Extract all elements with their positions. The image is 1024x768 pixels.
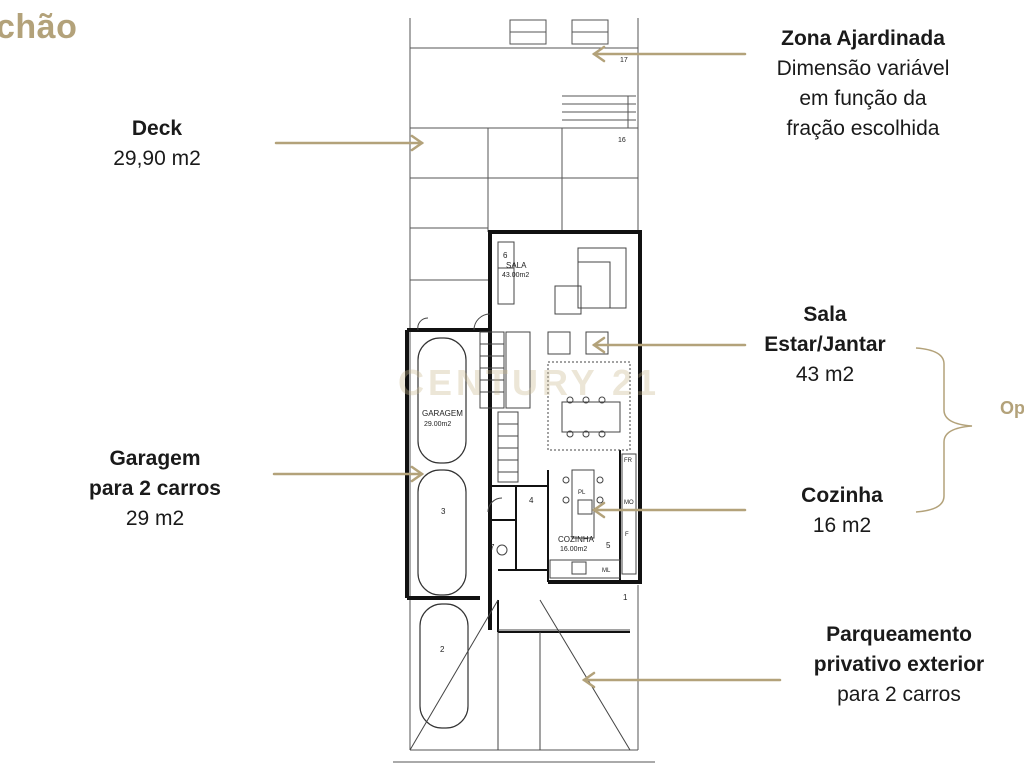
garagem-title-2: para 2 carros (89, 477, 221, 500)
garagem-room-name: GARAGEM (422, 409, 463, 418)
label-zona: Zona Ajardinada Dimensão variável em fun… (760, 24, 966, 144)
sala-room-name: SALA (506, 261, 527, 270)
garagem-room-area: 29.00m2 (424, 421, 451, 428)
kitchen-mo-tag: MO (624, 500, 634, 506)
cut-off-label: Op (1000, 398, 1024, 418)
kitchen-f-tag: F (625, 532, 629, 538)
deck-title: Deck (131, 117, 183, 140)
deck-area: 29,90 m2 (113, 147, 201, 170)
parque-title-2: privativo exterior (813, 653, 985, 676)
kitchen-fr-tag: FR (624, 458, 633, 464)
grouping-brace (915, 347, 973, 513)
room-5-number: 5 (606, 541, 611, 550)
kitchen-ml-tag: ML (602, 568, 611, 574)
cozinha-room-name: COZINHA (558, 535, 595, 544)
zona-line-3: fração escolhida (786, 117, 940, 140)
area-17-number: 17 (620, 57, 628, 64)
page-heading: chão (0, 8, 78, 46)
kitchen-pl-tag: PL (578, 490, 586, 496)
room-7-number: 7 (490, 543, 495, 552)
label-parqueamento: Parqueamento privativo exterior para 2 c… (790, 620, 1008, 710)
sala-area: 43 m2 (795, 363, 855, 386)
cozinha-room-area: 16.00m2 (560, 546, 587, 553)
watermark: CENTURY 21 (398, 362, 661, 403)
space-1-number: 1 (623, 593, 628, 602)
sala-number: 6 (503, 251, 508, 260)
label-garagem: Garagem para 2 carros 29 m2 (70, 444, 240, 534)
space-3-number: 3 (441, 507, 446, 516)
zona-title: Zona Ajardinada (781, 27, 945, 50)
label-deck: Deck 29,90 m2 (92, 114, 222, 174)
label-sala: Sala Estar/Jantar 43 m2 (745, 300, 905, 390)
zona-line-1: Dimensão variável (776, 57, 950, 80)
parque-line-3: para 2 carros (837, 683, 961, 706)
garagem-area: 29 m2 (125, 507, 185, 530)
cozinha-title: Cozinha (801, 484, 883, 507)
sala-title-2: Estar/Jantar (764, 333, 886, 356)
sala-room-area: 43.00m2 (502, 272, 529, 279)
space-2-number: 2 (440, 645, 445, 654)
zona-line-2: em função da (799, 87, 927, 110)
parque-title-1: Parqueamento (826, 623, 972, 646)
sala-title-1: Sala (803, 303, 847, 326)
garagem-title-1: Garagem (109, 447, 201, 470)
cozinha-area: 16 m2 (812, 514, 872, 537)
room-4-number: 4 (529, 496, 534, 505)
label-cozinha: Cozinha 16 m2 (772, 481, 912, 541)
area-16-number: 16 (618, 137, 626, 144)
